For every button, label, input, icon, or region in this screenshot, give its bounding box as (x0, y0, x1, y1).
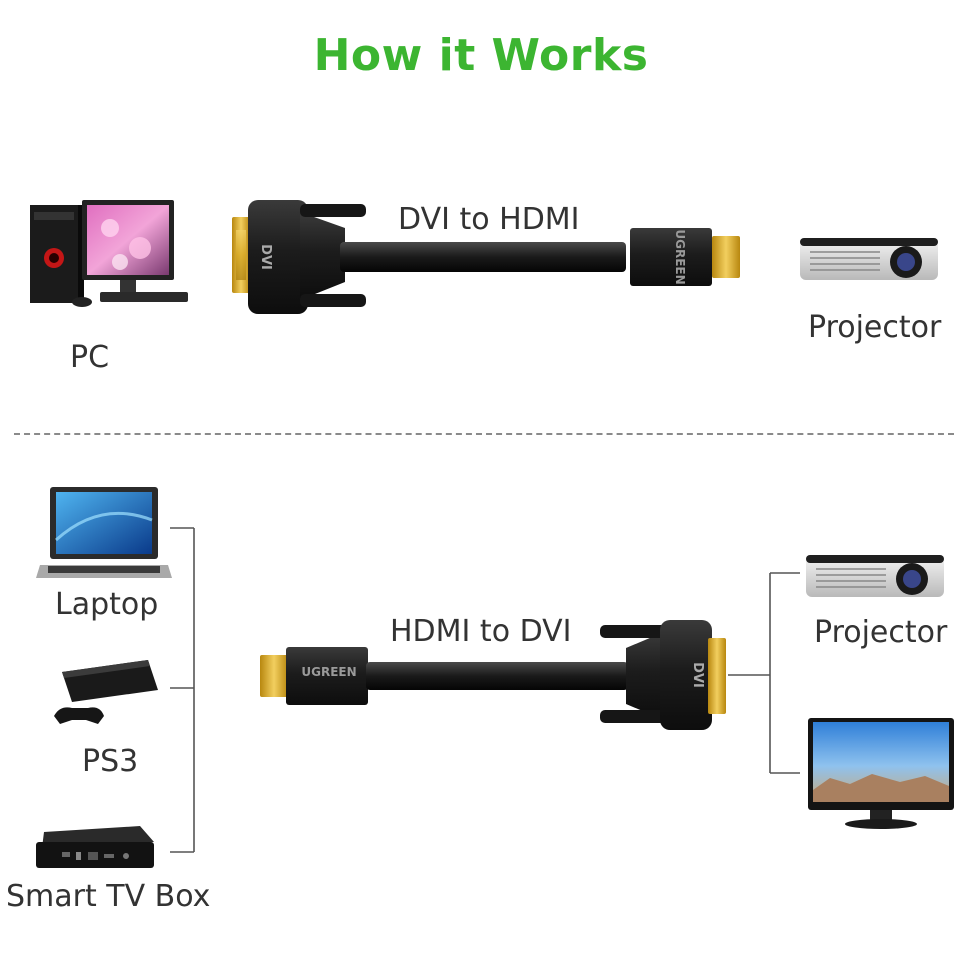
dvi-connector-top (232, 200, 366, 314)
dvi-text-bottom: DVI (690, 662, 705, 688)
cable-bottom (366, 662, 628, 690)
cable-label-top: DVI to HDMI (398, 202, 580, 237)
hdmi-connector-bottom (260, 647, 368, 705)
brand-text-bottom: UGREEN (301, 665, 356, 679)
cable-top (340, 242, 626, 272)
source-bracket (170, 527, 195, 853)
brand-text-top: UGREEN (673, 229, 687, 284)
projector-icon-bottom (806, 555, 944, 597)
cable-label-bottom: HDMI to DVI (390, 614, 572, 649)
smart-tv-box-icon (36, 826, 154, 868)
projector-icon-top (800, 238, 938, 280)
hdmi-connector-top (630, 228, 740, 286)
laptop-label: Laptop (55, 587, 159, 622)
dvi-connector-bottom (600, 620, 726, 730)
target-bracket (728, 572, 800, 774)
laptop-icon (36, 487, 172, 578)
pc-label: PC (70, 340, 110, 375)
projector-label-bottom: Projector (814, 615, 948, 650)
section-divider (14, 433, 954, 435)
page-title: How it Works (313, 30, 649, 81)
smart-tv-box-label: Smart TV Box (6, 879, 211, 914)
pc-icon (30, 200, 188, 307)
ps3-icon (54, 660, 158, 724)
ps3-label: PS3 (82, 744, 139, 779)
dvi-text-top: DVI (258, 244, 273, 270)
projector-label-top: Projector (808, 310, 942, 345)
monitor-icon (808, 718, 954, 829)
